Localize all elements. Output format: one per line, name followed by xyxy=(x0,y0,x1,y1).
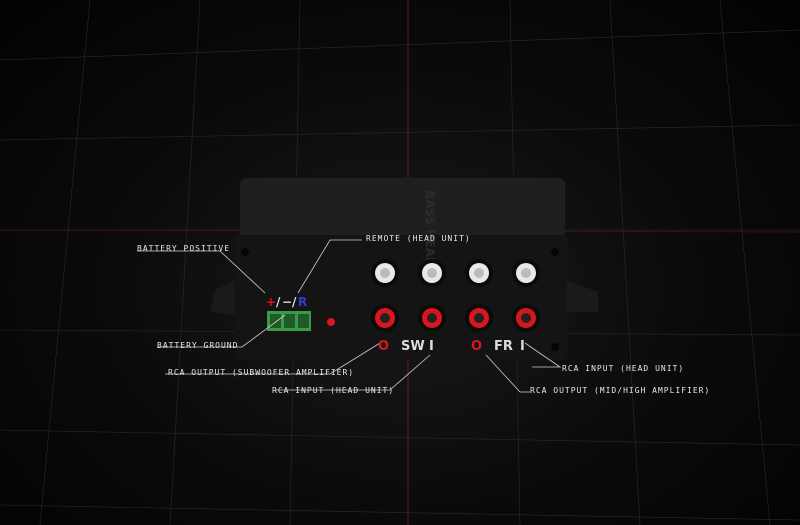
sw-label: SW xyxy=(401,339,425,354)
sw-output-mark: O xyxy=(378,339,390,354)
sw-input-mark: I xyxy=(429,339,434,354)
rca-hole xyxy=(521,268,531,278)
led-indicator xyxy=(327,318,335,326)
right-mount-tab xyxy=(565,280,598,312)
rca-hole xyxy=(427,313,437,323)
callout-remote: Remote (head unit) xyxy=(366,234,471,243)
rca-hole xyxy=(521,313,531,323)
screw-holes xyxy=(241,248,559,351)
callout-rca-input-fr: RCA input (head unit) xyxy=(562,364,685,373)
logo: BASS HEAD xyxy=(423,190,437,267)
callout-battery-ground: Battery ground xyxy=(157,341,239,350)
plus-label: + xyxy=(266,295,277,309)
minus-label: − xyxy=(282,295,293,309)
remote-label: R xyxy=(298,295,308,309)
rca-hole xyxy=(474,268,484,278)
rca-hole xyxy=(474,313,484,323)
separator: / xyxy=(292,295,297,309)
callout-lines xyxy=(137,239,562,393)
fr-output-mark: O xyxy=(471,339,483,354)
fr-label: FR xyxy=(494,339,513,354)
device-top xyxy=(240,178,565,238)
rca-hole xyxy=(380,268,390,278)
rca-hole xyxy=(380,313,390,323)
fr-input-mark: I xyxy=(520,339,525,354)
left-mount-tab xyxy=(210,280,235,315)
callout-battery-positive: Battery positive xyxy=(137,244,231,253)
callout-rca-output-sub: RCA output (subwoofer amplifier) xyxy=(168,368,355,377)
callout-rca-output-midhigh: RCA output (mid/high amplifier) xyxy=(530,386,711,395)
separator: / xyxy=(276,295,281,309)
callout-rca-input-sw: RCA input (head unit) xyxy=(272,386,395,395)
rca-hole xyxy=(427,268,437,278)
